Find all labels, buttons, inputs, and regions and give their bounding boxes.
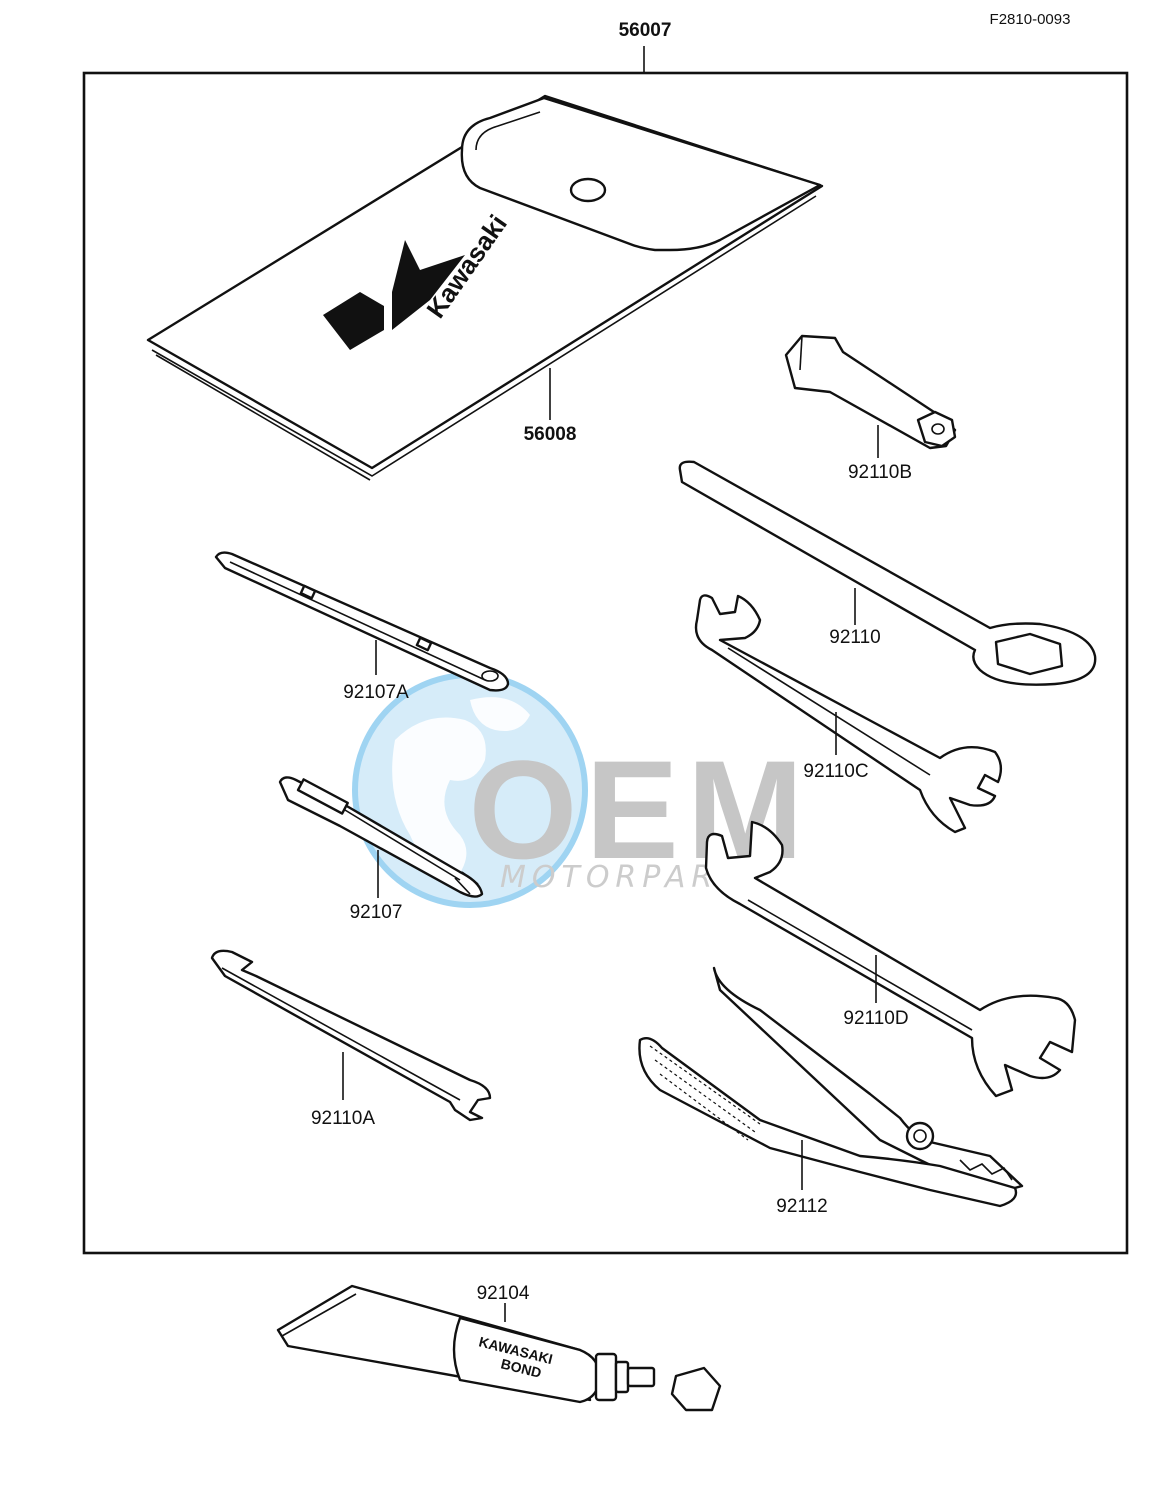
box-socket-drawing — [784, 334, 957, 450]
reference-code: F2810-0093 — [990, 11, 1071, 28]
kawasaki-logo-icon — [323, 240, 465, 350]
open-end-spanner-large-drawing — [704, 820, 1077, 1098]
kit-part-number[interactable]: 56007 — [619, 20, 672, 41]
part-label-92110D[interactable]: 92110D — [843, 1008, 908, 1029]
part-label-92110B[interactable]: 92110B — [848, 462, 912, 483]
open-end-spanner-small-drawing — [694, 594, 1003, 834]
part-label-92104[interactable]: 92104 — [477, 1283, 530, 1304]
screwdriver-phillips-drawing — [278, 776, 484, 898]
part-label-92110[interactable]: 92110 — [829, 627, 880, 648]
kit-frame — [82, 71, 1129, 1255]
part-label-92110A[interactable]: 92110A — [311, 1108, 375, 1129]
flat-spanner-drawing — [210, 949, 492, 1122]
screwdriver-flat-drawing — [214, 551, 510, 692]
sealant-tube-drawing: KAWASAKI BOND — [276, 1284, 722, 1412]
watermark-continents-icon — [392, 697, 530, 880]
tool-pouch-drawing: Kawasaki — [146, 94, 824, 481]
ring-spanner-drawing — [678, 460, 1097, 686]
part-label-56008[interactable]: 56008 — [524, 424, 577, 445]
part-label-92112[interactable]: 92112 — [776, 1196, 827, 1217]
part-label-92107A[interactable]: 92107A — [343, 682, 409, 703]
pliers-drawing — [638, 966, 1024, 1208]
part-label-92110C[interactable]: 92110C — [803, 761, 868, 782]
part-label-92107[interactable]: 92107 — [350, 902, 403, 923]
